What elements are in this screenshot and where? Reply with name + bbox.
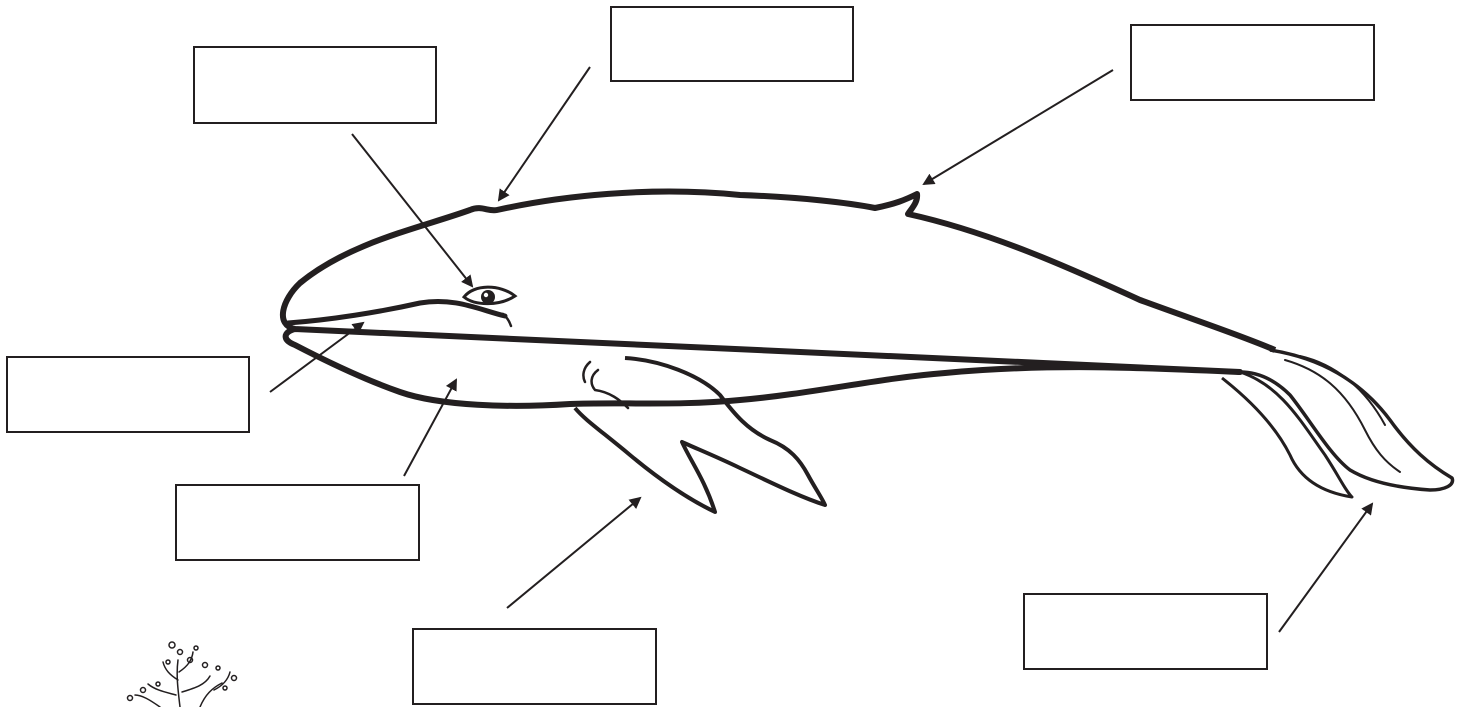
whale-mouth-corner: [501, 312, 513, 328]
label-box-eye[interactable]: [193, 46, 437, 124]
label-box-mouth[interactable]: [6, 356, 250, 433]
whale-body-outline: [279, 188, 1277, 409]
label-box-tail-fluke[interactable]: [1023, 593, 1268, 670]
arrow-throat: [403, 378, 457, 477]
arrow-eye: [351, 133, 474, 288]
arrow-flipper: [506, 496, 642, 609]
coral-icon: [126, 641, 238, 707]
whale-flipper-ridge: [582, 360, 592, 384]
arrow-blowhole: [497, 66, 591, 202]
arrow-tail-fluke: [1278, 502, 1374, 633]
whale-tail-fluke: [1221, 370, 1354, 499]
arrow-dorsal-fin: [922, 69, 1114, 186]
whale-eye: [461, 285, 518, 306]
whale-flipper-ridge-2: [590, 368, 630, 410]
label-box-dorsal-fin[interactable]: [1130, 24, 1375, 101]
whale-flipper: [573, 356, 827, 514]
label-box-blowhole[interactable]: [610, 6, 854, 82]
whale-mouth-line: [285, 298, 508, 326]
arrow-mouth: [269, 321, 365, 393]
whale-tail-fluke-ridge: [1284, 359, 1401, 473]
whale-tail-fluke-upper: [1239, 348, 1455, 492]
whale-tail-fluke-ridge-2: [1299, 355, 1386, 426]
label-box-flipper[interactable]: [412, 628, 657, 705]
label-box-throat[interactable]: [175, 484, 420, 561]
